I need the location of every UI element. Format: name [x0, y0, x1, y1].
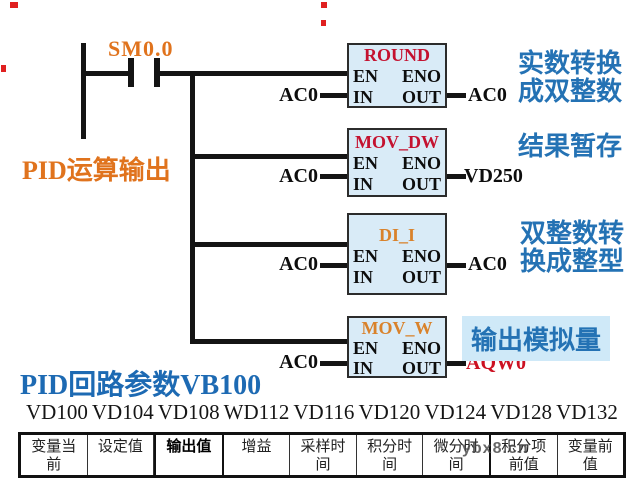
in-port-label: IN: [353, 174, 374, 194]
in-port-label: IN: [353, 87, 374, 107]
param-cell-setpoint: 设定值: [88, 435, 155, 475]
block-note: 双整数转 换成整型: [520, 219, 625, 276]
output-operand: AC0: [468, 84, 507, 106]
red-artifact-dot: [321, 20, 326, 26]
vd-address: VD116: [293, 400, 355, 424]
vd-address: VD100: [26, 400, 88, 424]
rung-wire: [81, 71, 131, 76]
output-operand: VD250: [464, 165, 523, 187]
contact-left-bar: [128, 58, 134, 87]
contact-address-label: SM0.0: [108, 36, 174, 61]
eno-port-label: ENO: [401, 338, 441, 358]
out-wire-2: [447, 174, 466, 179]
pid-loop-params-title: PID回路参数VB100: [20, 370, 262, 401]
output-operand: AC0: [468, 253, 507, 275]
input-operand: AC0: [279, 84, 318, 106]
block-note-highlighted: 输出模拟量: [462, 316, 611, 361]
out-port-label: OUT: [401, 358, 441, 378]
port-row: EN ENO: [349, 66, 445, 87]
vd-address-row: VD100 VD104 VD108 WD112 VD116 VD120 VD12…: [26, 400, 618, 425]
input-operand: AC0: [279, 165, 318, 187]
out-wire-4: [447, 361, 466, 366]
power-rail: [81, 43, 86, 139]
red-artifact-dot: [1, 65, 6, 72]
param-cell-sample-time: 采样时 间: [290, 435, 357, 475]
block-title: ROUND: [364, 45, 430, 65]
out-port-label: OUT: [401, 174, 441, 194]
branch-wire-4: [190, 339, 348, 344]
branch-wire-3: [190, 242, 348, 247]
in-wire-2: [320, 174, 348, 179]
param-cell-output-value: 输出值: [154, 435, 224, 475]
vd-address: VD124: [424, 400, 487, 424]
input-operand: AC0: [279, 253, 318, 275]
en-port-label: EN: [353, 153, 379, 173]
port-row: IN OUT: [349, 267, 445, 288]
pid-parameter-table: 变量当 前 设定值 输出值 增益 采样时 间 积分时 间 微分时 间 积分项: [18, 432, 626, 478]
vd-address: VD120: [358, 400, 421, 424]
branch-wire-2: [190, 154, 348, 159]
in-port-label: IN: [353, 358, 374, 378]
param-cell-integral-prev: 积分项 前值: [491, 435, 558, 475]
in-port-label: IN: [353, 267, 374, 287]
in-wire-3: [320, 263, 348, 268]
block-note: 结果暂存: [518, 132, 623, 161]
network-comment-pid-output: PID运算输出: [22, 156, 171, 185]
vd-address: VD132: [556, 400, 618, 424]
vd-address: WD112: [223, 400, 290, 424]
in-wire-4: [320, 361, 348, 366]
port-row: IN OUT: [349, 87, 445, 108]
block-title: DI_I: [378, 225, 415, 245]
function-block-di-i: DI_I EN ENO IN OUT: [347, 213, 447, 295]
red-artifact-dot: [10, 2, 18, 8]
port-row: IN OUT: [349, 358, 445, 378]
port-row: EN ENO: [349, 153, 445, 174]
param-cell-variable-prev: 变量前 值: [567, 439, 613, 473]
port-row: EN ENO: [349, 338, 445, 358]
en-port-label: EN: [353, 338, 379, 358]
eno-port-label: ENO: [401, 153, 441, 173]
red-artifact-dot: [321, 2, 327, 8]
in-wire-1: [320, 93, 348, 98]
block-title: MOV_DW: [355, 132, 439, 152]
block-note: 实数转换 成双整数: [518, 49, 623, 106]
param-cell-gain: 增益: [224, 435, 291, 475]
eno-port-label: ENO: [401, 66, 441, 86]
param-cell-derivative-time: 微分时 间: [423, 435, 491, 475]
branch-vertical-wire: [190, 71, 195, 344]
out-port-label: OUT: [401, 87, 441, 107]
function-block-mov-dw: MOV_DW EN ENO IN OUT: [347, 128, 447, 197]
param-cell-integral-time: 积分时 间: [357, 435, 424, 475]
out-wire-1: [447, 93, 466, 98]
block-title: MOV_W: [361, 318, 433, 338]
function-block-mov-w: MOV_W EN ENO IN OUT: [347, 316, 447, 378]
input-operand: AC0: [279, 351, 318, 373]
en-port-label: EN: [353, 66, 379, 86]
eno-port-label: ENO: [401, 246, 441, 266]
out-wire-3: [447, 263, 466, 268]
vd-address: VD128: [490, 400, 553, 424]
port-row: IN OUT: [349, 174, 445, 195]
en-port-label: EN: [353, 246, 379, 266]
port-row: EN ENO: [349, 246, 445, 267]
contact-right-bar: [154, 58, 160, 87]
vd-address: VD108: [157, 400, 220, 424]
rung-wire: [158, 71, 348, 76]
site-watermark: ybx8.cn: [462, 440, 529, 457]
param-cell-current-value: 变量当 前: [21, 435, 88, 475]
function-block-round: ROUND EN ENO IN OUT: [347, 43, 447, 108]
vd-address: VD104: [91, 400, 154, 424]
out-port-label: OUT: [401, 267, 441, 287]
